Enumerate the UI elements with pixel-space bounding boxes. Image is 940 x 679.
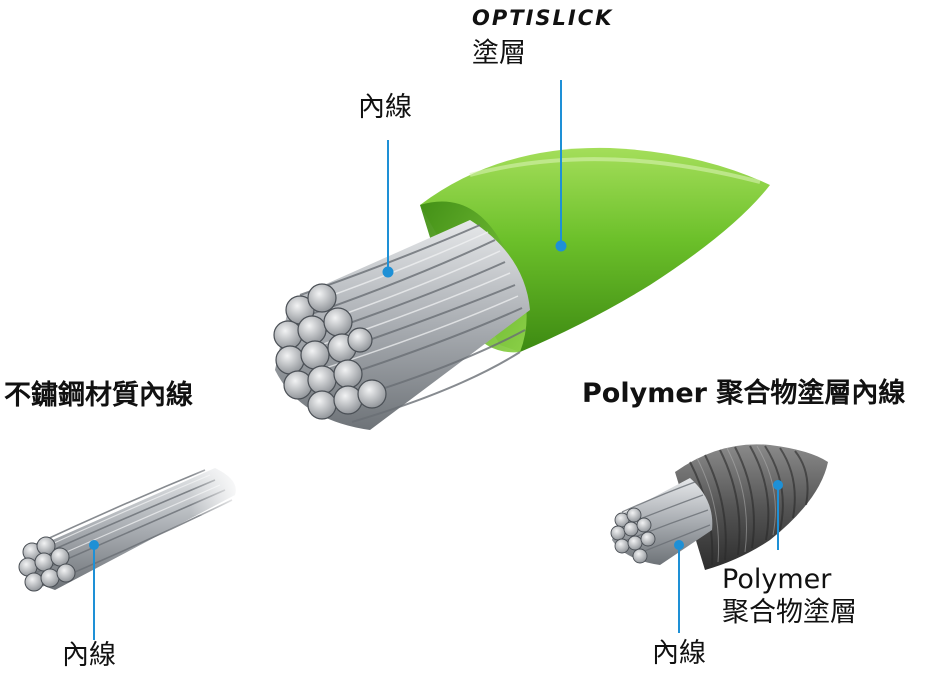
main-inner-strands xyxy=(273,220,530,430)
polymer-inner-strands xyxy=(610,478,713,565)
stainless-title: 不鏽鋼材質內線 xyxy=(4,380,193,411)
polymer-coating-marker-dot xyxy=(773,480,783,490)
stainless-marker-dot xyxy=(89,540,99,550)
leader-lines xyxy=(89,80,783,640)
polymer-coating-label-zh: 聚合物塗層 xyxy=(722,597,857,628)
inner-marker-dot xyxy=(382,266,394,278)
stainless-inner-label: 內線 xyxy=(62,640,116,671)
main-inner-label: 內線 xyxy=(358,92,412,123)
polymer-inner-label: 內線 xyxy=(652,638,706,669)
coating-marker-dot xyxy=(555,240,567,252)
polymer-title: Polymer 聚合物塗層內線 xyxy=(582,378,906,409)
polymer-inner-marker-dot xyxy=(674,540,684,550)
optislick-brand: OPTISLICK xyxy=(472,6,614,30)
polymer-coating-label-en: Polymer xyxy=(722,564,832,595)
coating-label: 塗層 xyxy=(472,38,526,69)
stainless-cable xyxy=(18,455,245,592)
